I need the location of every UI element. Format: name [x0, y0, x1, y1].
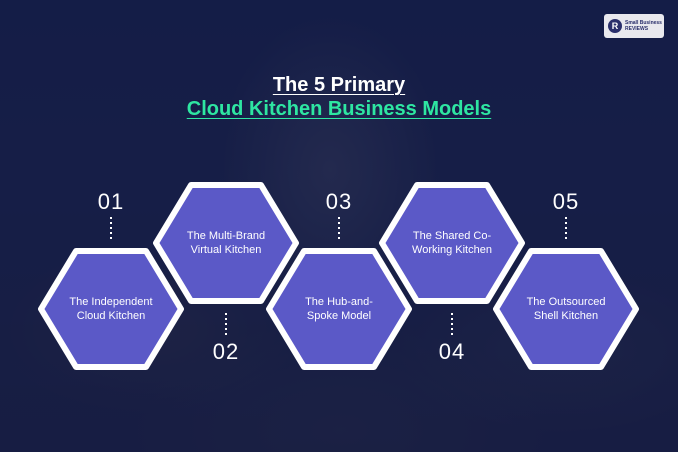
- hexagon-label-03: The Hub-and- Spoke Model: [284, 295, 394, 323]
- hexagon-step-03: [266, 248, 412, 370]
- hexagon-label-line2: Virtual Kitchen: [190, 244, 262, 256]
- brand-logo[interactable]: R Small Business REVIEWS: [604, 14, 664, 38]
- hexagon-label-line1: The Multi-Brand: [186, 230, 266, 242]
- hexagon-label-line2: Working Kitchen: [412, 244, 492, 256]
- step-number-03: 03: [325, 189, 353, 214]
- hexagon-step-02: [153, 182, 299, 304]
- hexagon-step-01: [38, 248, 184, 370]
- hexagon-label-line2: Cloud Kitchen: [76, 310, 146, 322]
- hexagon-label-line1: The Hub-and-: [305, 296, 373, 308]
- brand-name-line2: REVIEWS: [625, 26, 649, 32]
- step-number-02: 02: [212, 339, 240, 364]
- step-number-05: 05: [552, 189, 580, 214]
- hexagon-label-04: The Shared Co- Working Kitchen: [397, 229, 507, 257]
- step-number-01: 01: [97, 189, 125, 214]
- hexagon-label-line2: Spoke Model: [306, 310, 372, 322]
- hexagon-label-line2: Shell Kitchen: [533, 310, 599, 322]
- page-title: The 5 Primary: [0, 73, 678, 97]
- title-line1: The 5 Primary: [272, 74, 406, 96]
- hexagon-step-05: [493, 248, 639, 370]
- step-number-04: 04: [438, 339, 466, 364]
- hexagon-step-04: [379, 182, 525, 304]
- hexagon-label-line1: The Independent: [69, 296, 153, 308]
- brand-logo-text: Small Business REVIEWS: [622, 20, 662, 32]
- title-line2: Cloud Kitchen Business Models: [186, 98, 492, 120]
- brand-name-line1: Small Business: [625, 20, 662, 26]
- hexagon-label-line1: The Outsourced: [526, 296, 606, 308]
- brand-logo-icon: R: [608, 19, 622, 33]
- page-subtitle: Cloud Kitchen Business Models: [0, 97, 678, 121]
- hexagon-label-line1: The Shared Co-: [412, 230, 492, 242]
